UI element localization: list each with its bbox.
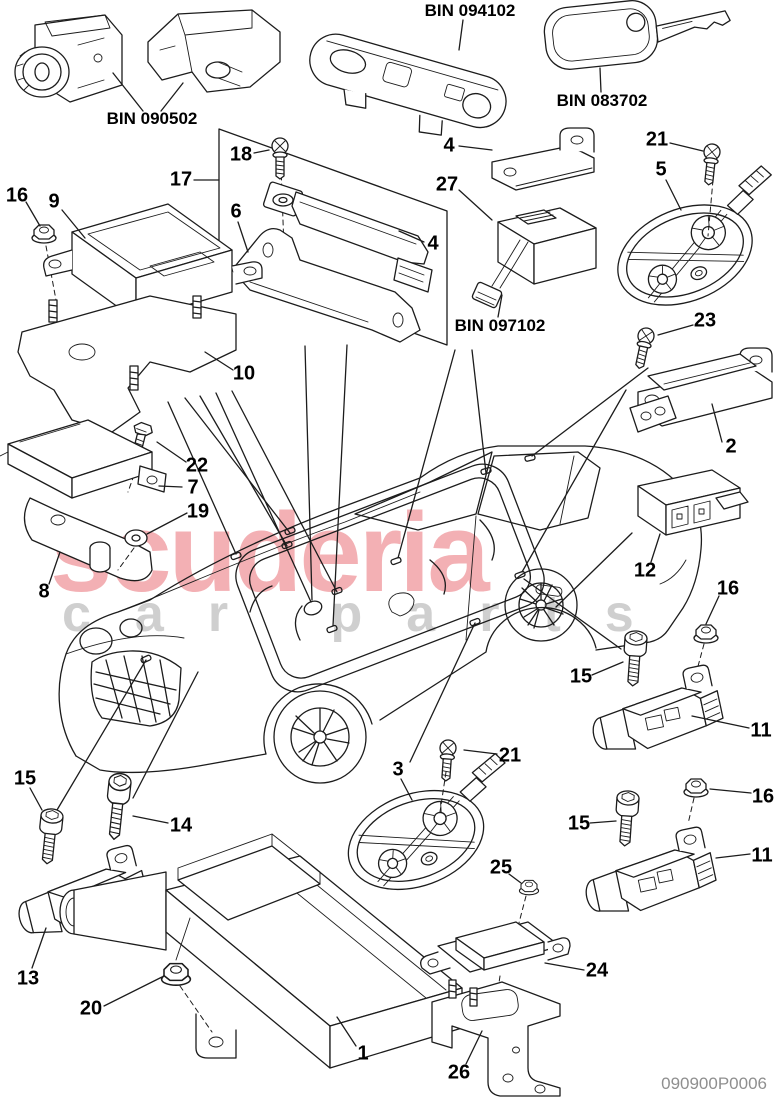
part-callout-11: 11 [751,844,773,867]
part-26-bracket [431,979,561,1097]
bin-label: BIN 094102 [424,1,516,20]
part-17-assembly-box [218,128,448,346]
part-callout-11: 11 [750,719,772,742]
part-callout-26: 26 [447,1061,471,1084]
part-callout-16: 16 [5,184,29,207]
bin-label: BIN 083702 [556,91,648,110]
part-callout-19: 19 [186,500,210,523]
part-19-grommet [124,529,148,547]
part-callout-8: 8 [38,580,50,603]
part-callout-3: 3 [392,758,404,781]
part-callout-17: 17 [169,168,193,191]
bin-094102-handle-module [309,33,507,136]
part-callout-12: 12 [633,559,657,582]
part-callout-22: 22 [185,454,209,477]
part-callout-13: 13 [16,967,40,990]
part-callout-15: 15 [13,767,37,790]
part-24-module [420,921,571,975]
bin-090502-ignition-lock [14,14,123,103]
part-callout-15: 15 [567,812,591,835]
part-callout-20: 20 [79,997,103,1020]
part-callout-4: 4 [427,232,439,255]
part-callout-7: 7 [187,476,199,499]
car-illustration [58,445,703,784]
part-10-mounting-plate [17,295,237,433]
part-4-antenna-bracket [491,127,595,191]
part-callout-2: 2 [725,435,737,458]
part-callout-25: 25 [489,856,513,879]
part-callout-24: 24 [585,959,609,982]
bin-083702-key-fob [543,0,731,70]
part-callout-5: 5 [655,158,667,181]
part-callout-21: 21 [498,744,522,767]
part-callout-4: 4 [443,134,455,157]
part-callout-15: 15 [569,665,593,688]
part-callout-18: 18 [229,143,253,166]
part-6-bracket [231,227,421,343]
part-callout-1: 1 [357,1042,369,1065]
part-callout-14: 14 [169,814,193,837]
part-callout-16: 16 [716,577,740,600]
bin-090502-lock-housing [147,9,281,93]
part-callout-9: 9 [48,190,60,213]
part-27-module-with-cable [471,207,597,309]
part-4-antenna-module [262,181,433,293]
part-1-control-unit [59,833,475,1069]
part-callout-27: 27 [435,173,459,196]
part-callout-21: 21 [645,128,669,151]
part-12-control-module [637,469,749,536]
drawing-number: 090900P0006 [661,1074,767,1093]
part-callout-10: 10 [232,362,256,385]
part-callout-23: 23 [693,309,717,332]
part-7-module [0,419,167,499]
bin-label: BIN 090502 [106,109,198,128]
part-2-antenna-amplifier [629,347,773,433]
part-callout-6: 6 [230,200,242,223]
leader-lines [25,19,752,1065]
part-8-bracket [23,497,153,582]
part-callout-16: 16 [751,785,775,808]
bin-label: BIN 097102 [454,316,546,335]
